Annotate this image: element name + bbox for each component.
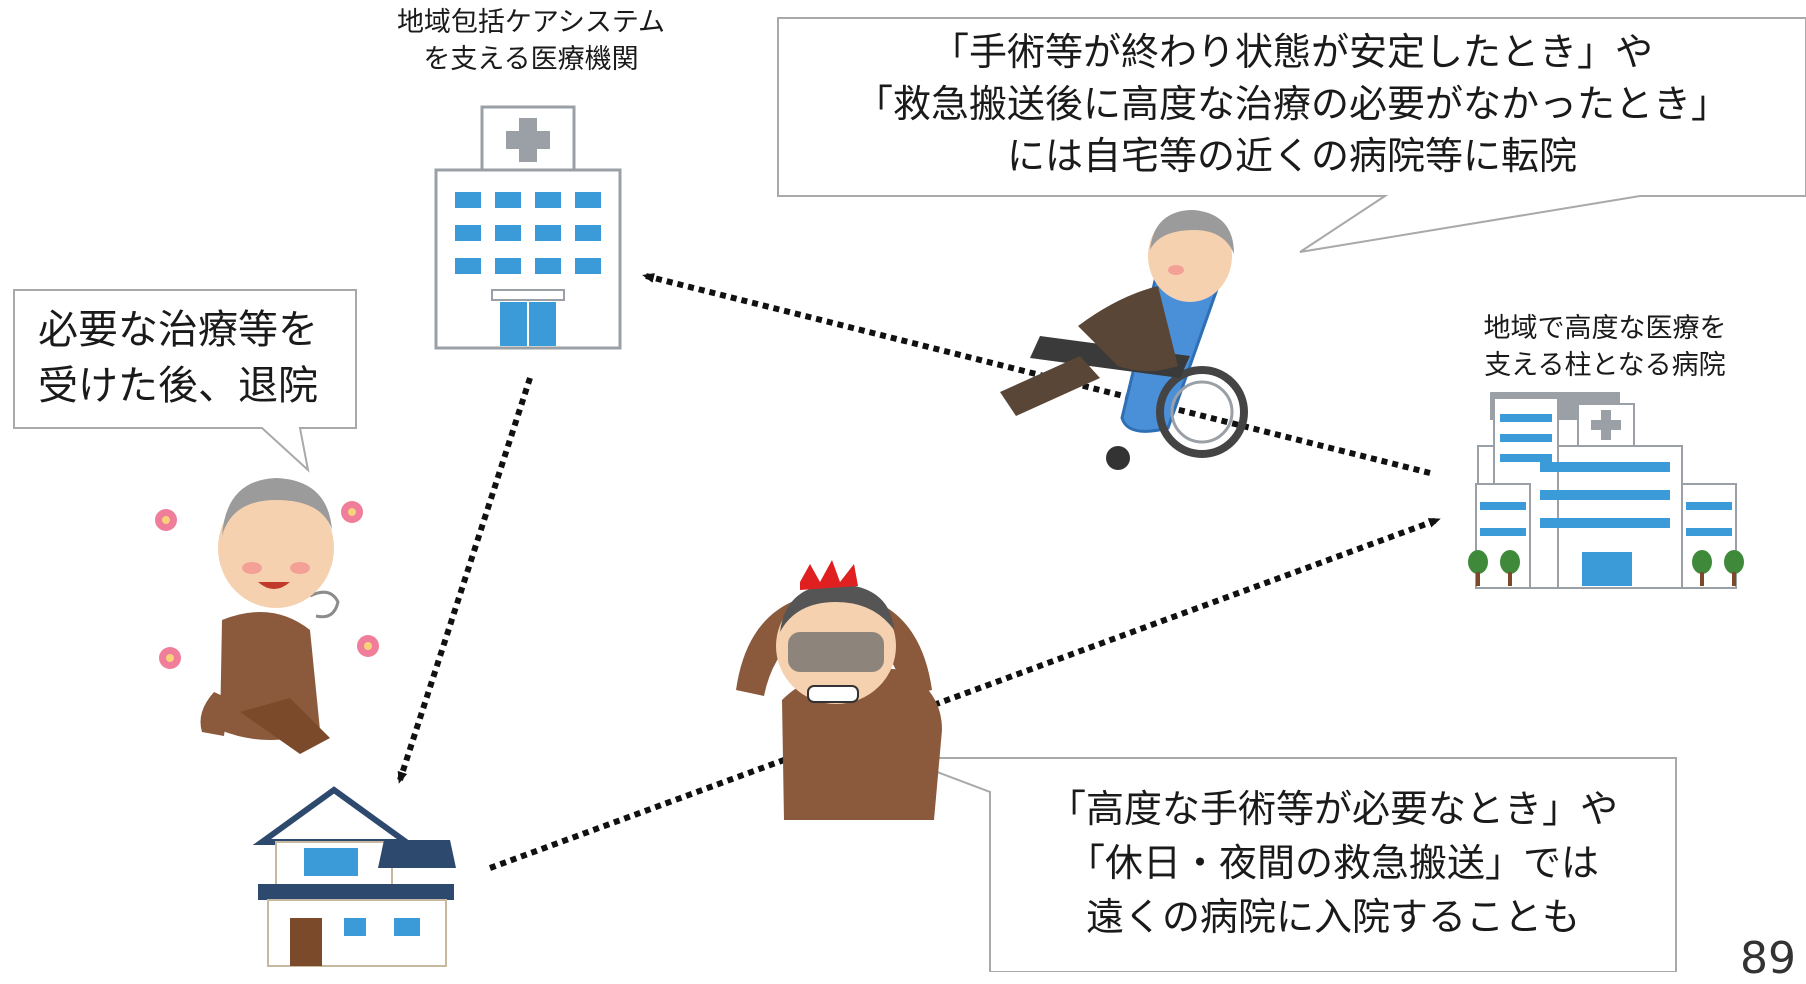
discharge-bubble <box>13 289 357 473</box>
regional-hospital-label-line2: 支える柱となる病院 <box>1484 350 1726 381</box>
local-hospital-label-line2: を支える医療機関 <box>423 44 639 75</box>
arrow-local-to-home <box>397 377 533 784</box>
wheelchair-patient-icon <box>1000 210 1248 470</box>
transfer-line2: 「救急搬送後に高度な治療の必要がなかったとき」 <box>854 82 1729 126</box>
headache-man-icon <box>736 560 942 820</box>
happy-elderly-man-icon <box>155 478 379 754</box>
regional-hospital-icon <box>1468 392 1744 589</box>
distant-line2: 「休日・夜間の救急搬送」では <box>1066 841 1599 885</box>
local-hospital-label: 地域包括ケアシステム を支える医療機関 <box>346 4 716 78</box>
regional-hospital-label-line1: 地域で高度な医療を <box>1483 313 1727 344</box>
arrow-home-to-regional <box>488 517 1441 871</box>
discharge-line1: 必要な治療等を <box>38 307 318 353</box>
transfer-bubble-text: 「手術等が終わり状態が安定したとき」や 「救急搬送後に高度な治療の必要がなかった… <box>778 26 1806 182</box>
discharge-line2: 受けた後、退院 <box>38 363 318 409</box>
distant-bubble-text: 「高度な手術等が必要なとき」や 「休日・夜間の救急搬送」では 遠くの病院に入院す… <box>990 782 1676 944</box>
distant-line3: 遠くの病院に入院することも <box>1085 895 1580 939</box>
transfer-line1: 「手術等が終わり状態が安定したとき」や <box>930 30 1653 74</box>
arrow-regional-to-local <box>642 273 1431 476</box>
discharge-bubble-text: 必要な治療等を 受けた後、退院 <box>14 302 356 414</box>
transfer-line3: には自宅等の近くの病院等に転院 <box>1006 134 1577 178</box>
local-hospital-icon <box>434 105 622 350</box>
regional-hospital-label: 地域で高度な医療を 支える柱となる病院 <box>1440 310 1770 384</box>
page-number: 89 <box>1740 933 1796 984</box>
transfer-bubble <box>777 17 1806 253</box>
distant-line1: 「高度な手術等が必要なとき」や <box>1047 787 1618 831</box>
local-hospital-label-line1: 地域包括ケアシステム <box>396 7 666 38</box>
home-house-icon <box>252 786 456 967</box>
